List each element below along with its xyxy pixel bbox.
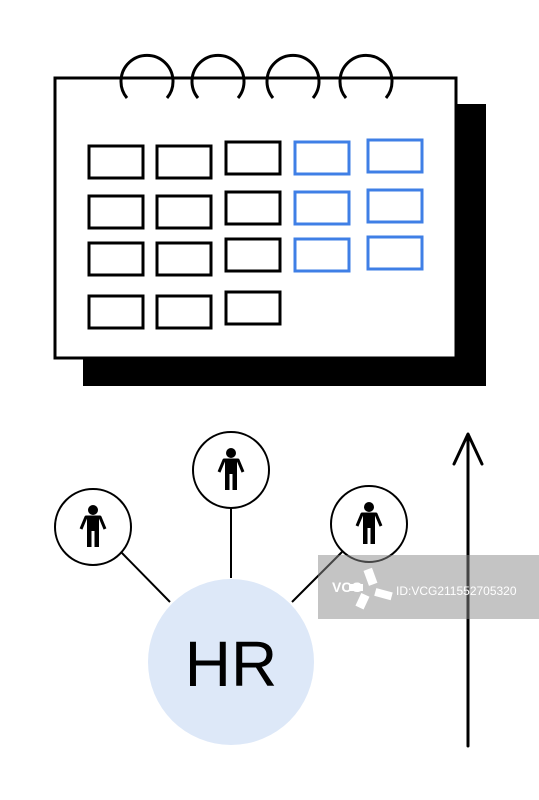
calendar-rings <box>119 53 394 99</box>
calendar-day-cell <box>87 144 145 180</box>
calendar-grid <box>87 138 424 330</box>
calendar-ring <box>190 53 246 99</box>
connector-left <box>120 551 171 603</box>
calendar-day-cell <box>224 140 282 176</box>
hr-hub-circle <box>148 579 314 745</box>
calendar-ring <box>338 53 394 99</box>
calendar-day-cell <box>155 194 213 230</box>
person-top <box>192 431 270 509</box>
calendar-day-cell <box>224 190 282 226</box>
calendar-day-cell <box>293 237 351 273</box>
watermark: VCG ID:VCG211552705320 <box>318 555 539 619</box>
calendar-day-cell <box>155 144 213 180</box>
calendar-day-cell <box>87 194 145 230</box>
calendar-day-cell <box>87 241 145 277</box>
calendar-day-cell <box>366 235 424 271</box>
calendar-day-cell <box>155 241 213 277</box>
person-icon <box>79 505 107 547</box>
calendar <box>53 53 486 386</box>
calendar-day-cell <box>224 237 282 273</box>
person-icon <box>217 448 245 490</box>
person-icon <box>355 502 383 544</box>
calendar-ring <box>265 53 321 99</box>
calendar-ring <box>119 53 175 99</box>
person-left <box>54 488 132 566</box>
watermark-logo-icon <box>349 567 393 610</box>
person-right <box>330 485 408 563</box>
calendar-day-cell <box>87 294 145 330</box>
hr-hub-label: HR <box>185 628 277 700</box>
watermark-id-text: ID:VCG211552705320 <box>396 584 517 598</box>
calendar-day-cell <box>366 138 424 174</box>
calendar-day-cell <box>293 190 351 226</box>
calendar-day-cell <box>293 140 351 176</box>
calendar-day-cell <box>224 290 282 326</box>
calendar-day-cell <box>366 188 424 224</box>
calendar-day-cell <box>155 294 213 330</box>
hr-hub: HR <box>148 579 314 745</box>
